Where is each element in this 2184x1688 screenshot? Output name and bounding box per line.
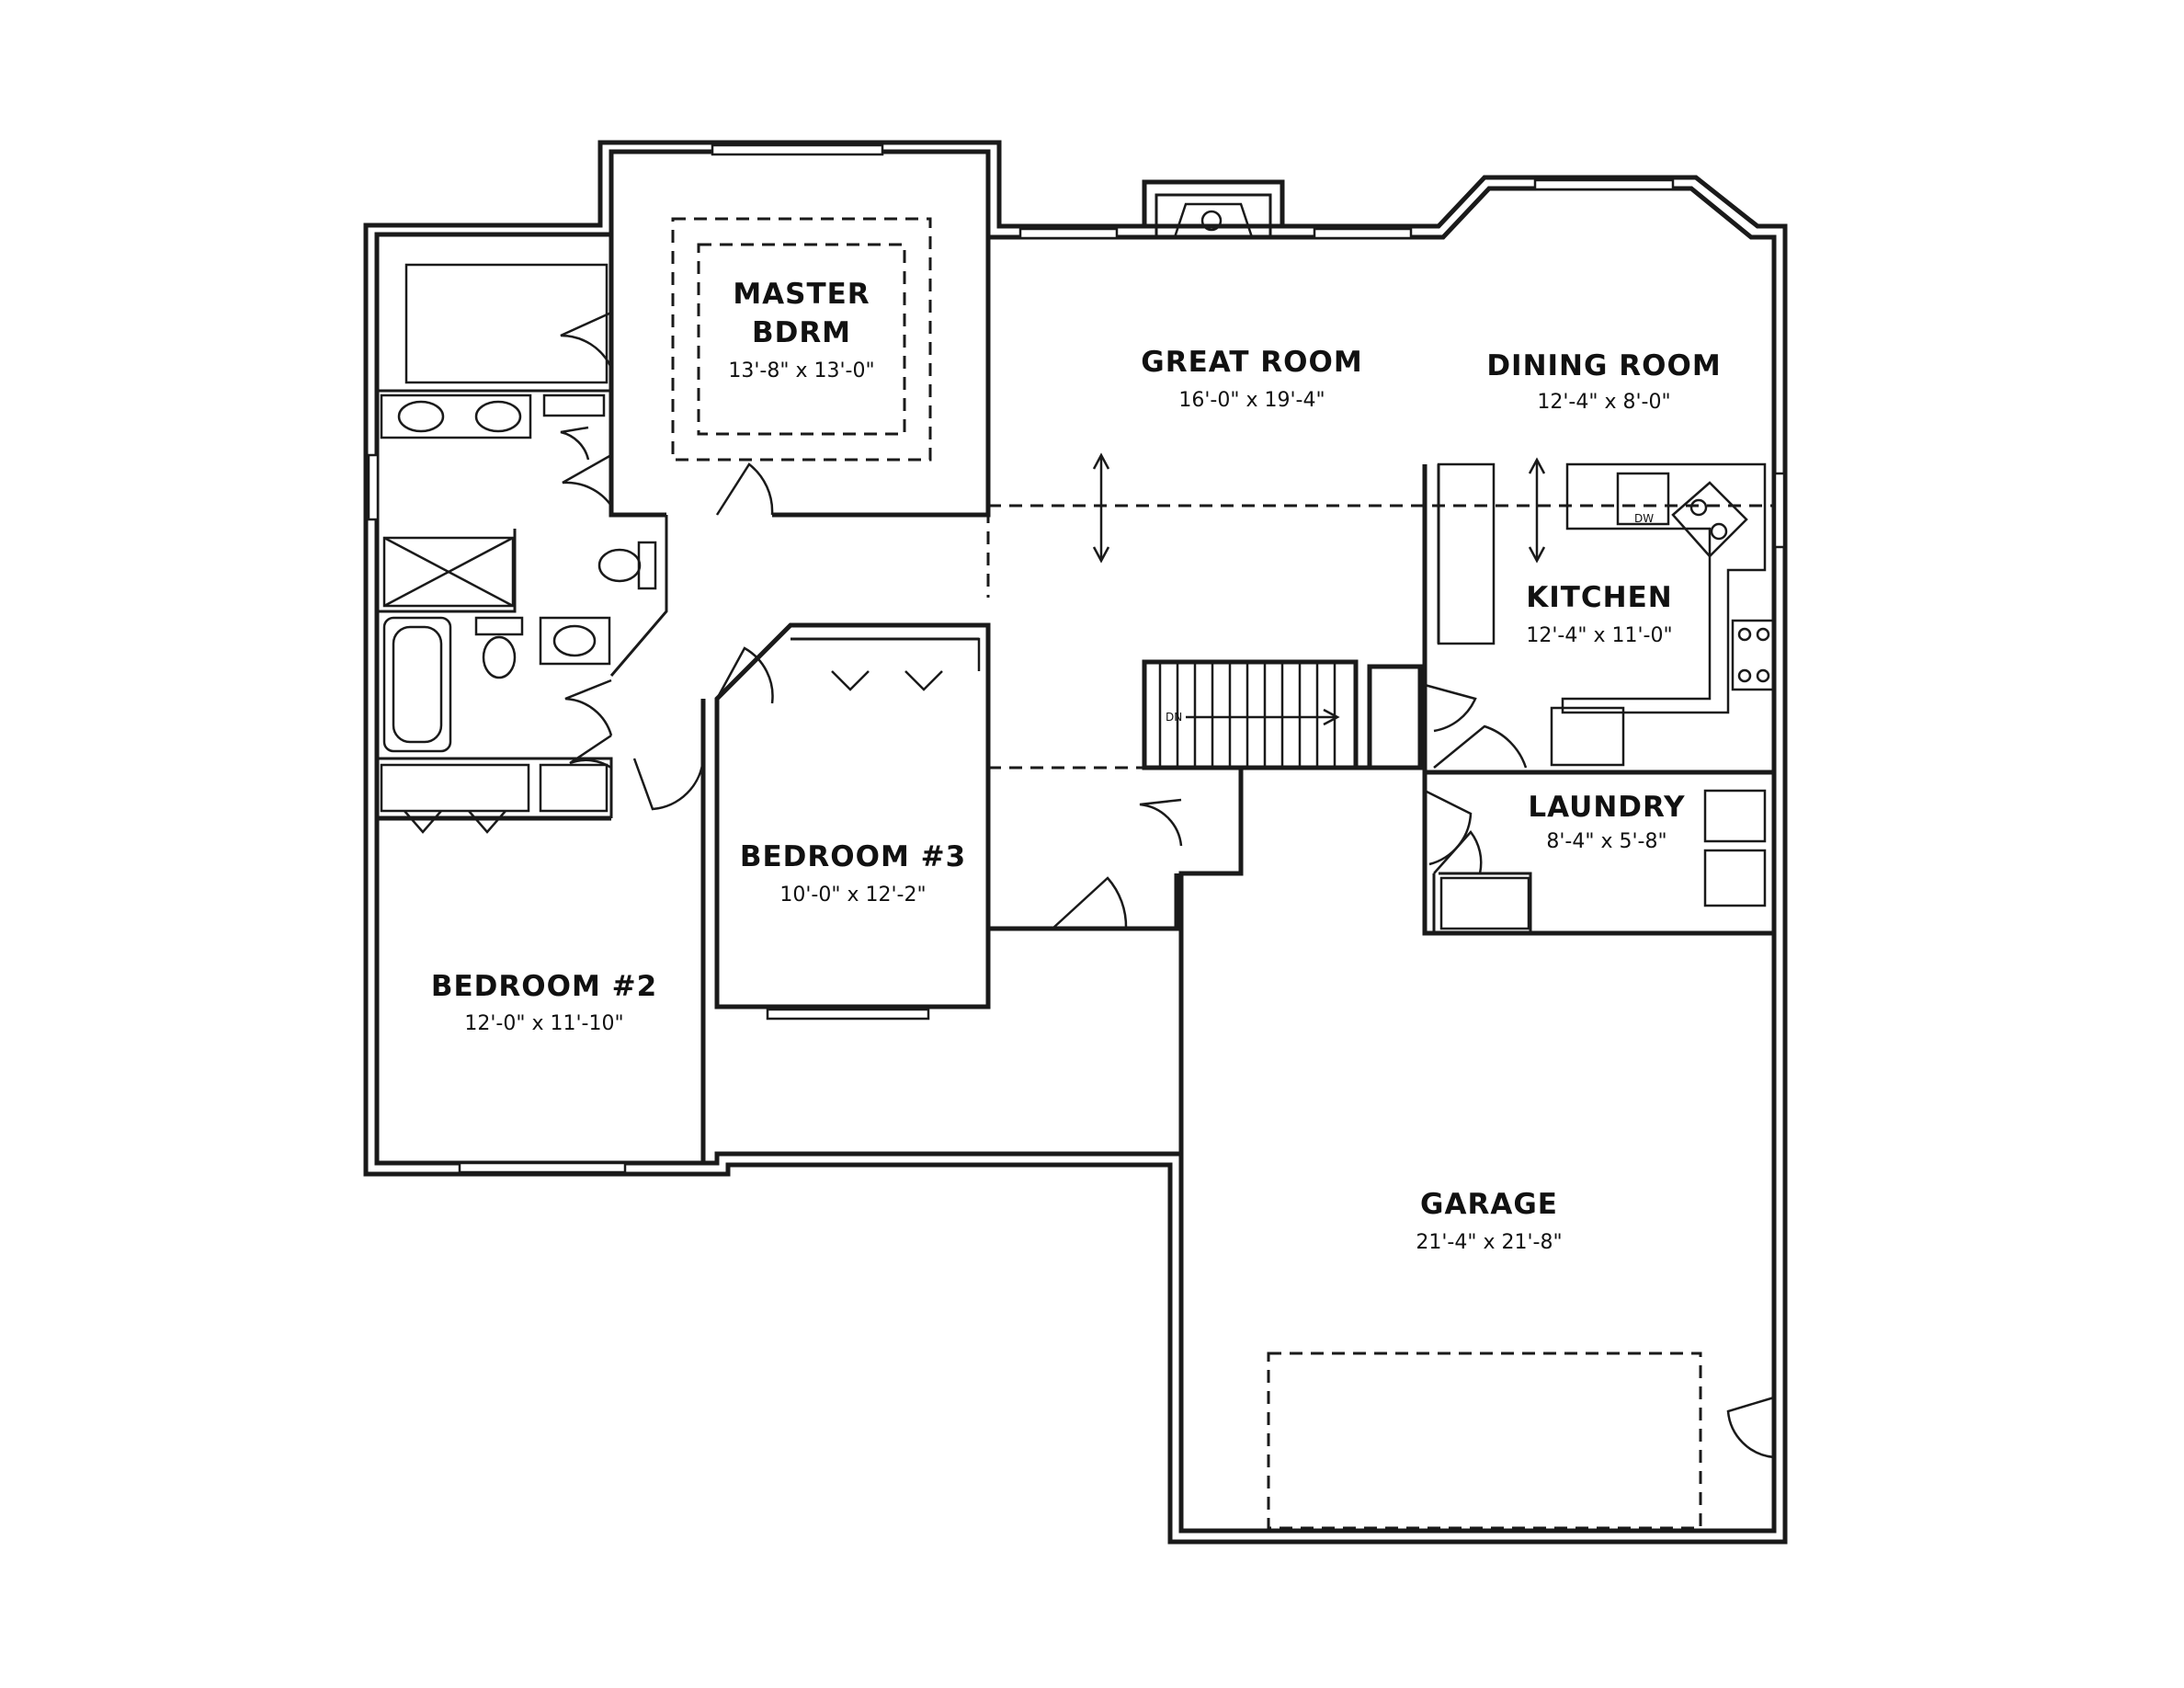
bed3-dims: 10'-0" x 12'-2" [779,884,926,907]
garage-name: GARAGE [1420,1188,1558,1221]
laundry-fixtures [1439,789,1767,930]
laundry-dims: 8'-4" x 5'-8" [1546,830,1666,853]
master-toilet [597,548,642,583]
door-pantry [1424,683,1477,733]
kitchen-dims: 12'-4" x 11'-0" [1526,624,1672,647]
hall-toilet-tank [474,616,524,636]
dryer [1703,849,1767,907]
master-name-line2: BDRM [752,316,851,349]
kitchen-sink [1671,481,1748,558]
bed3-window [766,1008,930,1021]
garage-door-outline [1267,1352,1702,1530]
door-bed3 [715,646,774,704]
dining-room-dims: 12'-4" x 8'-0" [1537,391,1670,414]
room-labels: MASTER BDRM 13'-8" x 13'-0" GREAT ROOM 1… [431,278,1721,1254]
great-room-window-right [1313,227,1413,240]
master-vanity [380,393,532,439]
bed2-name: BEDROOM #2 [431,970,657,1003]
hall-bath-fixtures [382,616,611,753]
dining-room-name: DINING ROOM [1486,349,1721,382]
door-hall-bath [564,679,613,736]
hall-sink [552,624,597,657]
linen-closet [539,763,609,813]
kitchen-window [1773,472,1786,549]
door-garage-side [1726,1396,1775,1459]
door-laundry [1424,789,1473,866]
master-sink-right [474,400,522,433]
kitchen-name: KITCHEN [1526,581,1673,614]
master-bath-fixtures [380,263,657,608]
garage-dims: 21'-4" x 21'-8" [1416,1231,1562,1254]
dishwasher [1616,472,1670,526]
refrigerator [1550,706,1625,767]
master-tray-ceiling-outer [671,217,932,462]
exterior-windows [367,143,1786,1174]
bath-window [367,453,380,521]
dashed-lines [671,217,1774,1530]
kitchen-island [1437,462,1496,645]
closets [380,637,981,834]
door-kitchen-laundry [1433,724,1528,769]
master-toilet-tank [637,541,657,590]
dining-window [1533,178,1675,191]
hall-toilet [482,635,517,679]
hall-tub [382,616,452,753]
washer [1703,789,1767,843]
door-hall-closet [1139,798,1183,847]
master-shower [382,536,515,608]
hall-vanity [539,616,611,666]
range [1731,619,1776,691]
master-window [711,143,884,156]
kitchen-fixtures: DW [1437,462,1776,767]
stairs-down-label: DN [1166,711,1182,724]
door-swings [560,311,1775,1459]
dishwasher-label: DW [1634,512,1654,525]
great-room-name: GREAT ROOM [1141,346,1362,379]
master-tray-ceiling-inner [697,243,906,436]
fireplace [1142,179,1285,238]
great-room-window-left [1018,227,1119,240]
bed2-dims: 12'-0" x 11'-10" [464,1012,623,1035]
laundry-name: LAUNDRY [1528,791,1685,824]
master-dims: 13'-8" x 13'-0" [728,359,874,382]
door-front [1052,876,1128,930]
door-master-bath [560,311,613,369]
bed3-name: BEDROOM #3 [740,840,966,873]
bed2-closet-shelf [380,763,530,813]
ceiling-arrows [1092,452,1546,564]
master-sink-left [397,400,445,433]
door-bed2 [632,758,705,811]
great-room-dims: 16'-0" x 19'-4" [1178,389,1325,412]
stairs: DN [1158,664,1340,766]
master-tub [404,263,609,384]
master-name-line1: MASTER [733,278,870,311]
door-master-bedroom [715,462,774,516]
bed2-window [458,1161,627,1174]
